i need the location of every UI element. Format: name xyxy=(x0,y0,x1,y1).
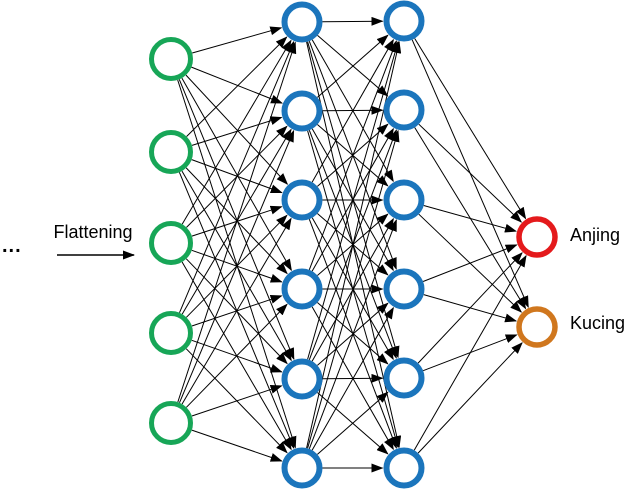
connection-line xyxy=(418,123,523,223)
connection-line xyxy=(177,41,297,403)
connection-line xyxy=(307,40,400,360)
hidden-2-node xyxy=(383,447,425,489)
input-node xyxy=(149,221,193,265)
connection-line xyxy=(178,172,295,450)
connection-line xyxy=(322,16,384,26)
hidden-1-node xyxy=(281,358,323,400)
connection-line xyxy=(186,36,288,137)
connection-line xyxy=(423,205,517,233)
ellipsis-label: ... xyxy=(2,235,22,257)
connection-line xyxy=(317,34,389,98)
connection-line xyxy=(422,244,518,282)
hidden-1-node xyxy=(281,447,323,489)
hidden-1-node xyxy=(281,268,323,310)
hidden-2-node xyxy=(383,179,425,221)
connection-line xyxy=(181,217,292,405)
input-node xyxy=(149,37,193,81)
connection-edges xyxy=(57,16,529,473)
hidden-1-node xyxy=(281,1,323,43)
connection-line xyxy=(179,129,295,403)
connection-line xyxy=(191,385,283,417)
output-label-anjing: Anjing xyxy=(570,225,621,245)
connection-line xyxy=(186,303,288,408)
connection-line xyxy=(191,429,283,462)
connection-line xyxy=(414,38,527,220)
connection-line xyxy=(191,66,283,104)
output-label-kucing: Kucing xyxy=(570,313,625,333)
hidden-2-node xyxy=(383,89,425,131)
input-node xyxy=(149,311,193,355)
connection-line xyxy=(192,26,283,54)
connection-line xyxy=(311,38,394,183)
layer-nodes xyxy=(149,0,558,489)
connection-line xyxy=(308,40,397,270)
hidden-2-node xyxy=(383,357,425,399)
connection-line xyxy=(178,79,295,361)
hidden-1-node xyxy=(281,179,323,221)
output-node xyxy=(516,216,558,258)
connection-line xyxy=(317,302,389,365)
connection-line xyxy=(417,342,523,454)
connection-line xyxy=(179,40,295,313)
connection-line xyxy=(413,254,527,451)
connection-line xyxy=(417,252,523,364)
connection-line xyxy=(317,391,389,455)
connection-line xyxy=(311,306,394,451)
output-node xyxy=(516,306,558,348)
connection-line xyxy=(181,39,292,225)
hidden-2-node xyxy=(383,268,425,310)
connection-line xyxy=(181,77,292,272)
hidden-1-node xyxy=(281,90,323,132)
connection-line xyxy=(308,219,397,449)
input-node xyxy=(149,401,193,445)
flattening-label: Flattening xyxy=(53,222,133,242)
input-node xyxy=(149,130,193,174)
connection-line xyxy=(307,129,400,449)
hidden-2-node xyxy=(383,0,425,42)
connection-line xyxy=(185,74,289,185)
